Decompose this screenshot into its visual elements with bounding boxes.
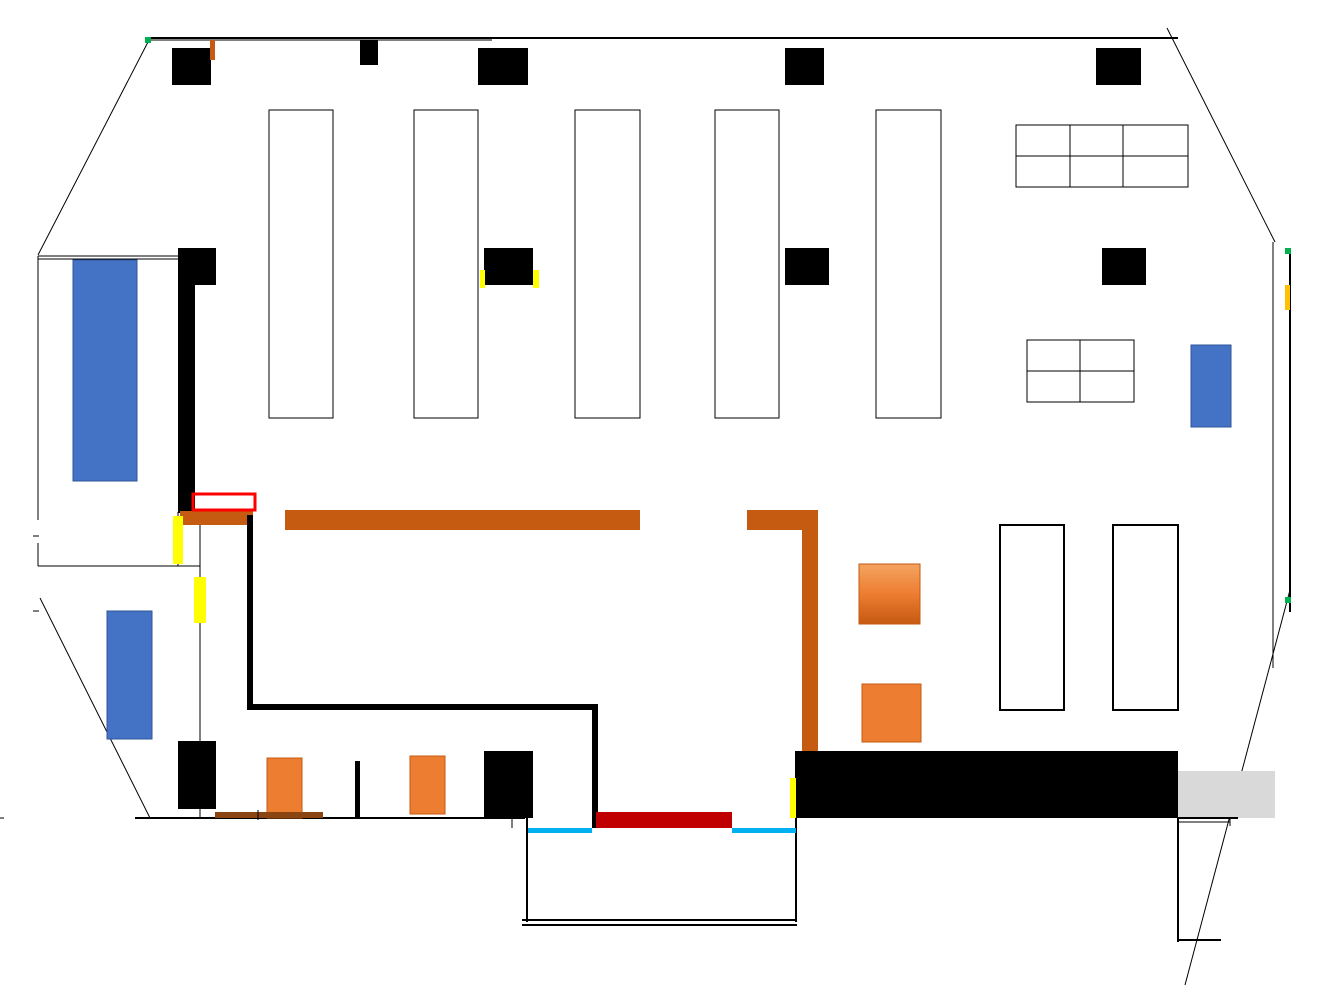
side-annex: [1177, 817, 1238, 942]
interior-partition: [247, 515, 598, 828]
grid-table-top: [1015, 124, 1189, 188]
pillar: [785, 248, 829, 285]
shelf-rack: [413, 109, 479, 419]
brown-wall-segment: [180, 511, 253, 525]
shelf-rack: [268, 109, 334, 419]
brown-wall-segment: [285, 510, 640, 530]
pillar: [1096, 48, 1141, 85]
red-door: [596, 812, 732, 828]
grey-area: [1178, 771, 1275, 818]
green-marker: [1285, 597, 1291, 603]
gold-marker: [1285, 285, 1290, 310]
orange-box: [858, 563, 921, 625]
shelf-rack: [875, 109, 942, 419]
brown-wall-segment: [802, 510, 818, 752]
shelving-racks: [268, 109, 1179, 711]
blue-unit-left-small: [106, 610, 153, 740]
partition-post: [355, 761, 360, 817]
brown-wall-stub: [210, 40, 215, 60]
entrance-vestibule: [511, 818, 797, 926]
brown-wall-segment: [747, 510, 818, 530]
yellow-marker: [173, 516, 183, 564]
orange-box: [409, 755, 446, 815]
blue-units: [72, 259, 1232, 740]
grid-table-middle: [1026, 339, 1135, 403]
pillar: [178, 741, 216, 809]
yellow-markers: [173, 270, 796, 818]
blue-unit-left-large: [72, 259, 138, 482]
red-outline-marker: [191, 492, 257, 512]
orange-box: [266, 757, 303, 819]
bottom-left-diagonal-wall: [39, 597, 151, 819]
green-markers: [145, 37, 1291, 603]
pillar: [484, 248, 533, 285]
shelf-rack: [1112, 524, 1179, 711]
brown-partitions: [180, 40, 818, 752]
pillar: [360, 40, 378, 65]
shelf-rack: [999, 524, 1065, 711]
orange-boxes: [266, 563, 922, 819]
yellow-marker: [790, 778, 796, 818]
pillar: [1102, 248, 1146, 285]
yellow-marker: [533, 270, 539, 288]
pillar: [172, 48, 211, 85]
shelf-rack: [714, 109, 780, 419]
pillars: [172, 40, 1146, 818]
cyan-door-left: [528, 828, 592, 833]
shelf-rack: [574, 109, 641, 419]
orange-box: [861, 683, 922, 743]
green-marker: [1285, 248, 1291, 254]
pillar: [478, 48, 528, 85]
left-thick-wall: [178, 248, 195, 513]
yellow-marker: [194, 577, 206, 623]
cyan-door-right: [732, 828, 796, 833]
top-left-diagonal-wall: [37, 41, 149, 256]
blue-unit-right: [1190, 344, 1232, 428]
pillar: [785, 48, 824, 85]
top-right-diagonal-wall: [1166, 27, 1276, 243]
brown-counter: [215, 812, 323, 818]
yellow-marker: [480, 270, 485, 288]
green-marker: [145, 37, 151, 43]
pillar: [484, 751, 533, 818]
black-wall-block: [795, 751, 1178, 818]
